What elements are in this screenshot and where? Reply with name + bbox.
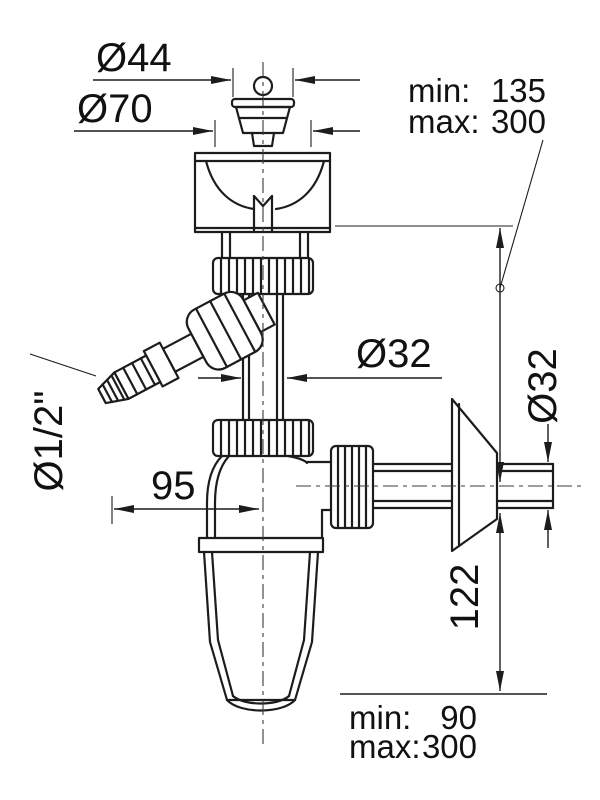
height-max-value: 300 (491, 103, 546, 140)
centerlines (262, 62, 586, 748)
outlet-max-label: max: (349, 728, 421, 765)
height-122-label: 122 (443, 564, 487, 631)
dim-dia44: Ø44 (93, 36, 360, 97)
trap-bell (205, 454, 335, 540)
height-min-label: min: (408, 72, 470, 109)
dim-height-122: 122 (443, 513, 504, 691)
dim-dia-hose: Ø1/2" (27, 353, 97, 492)
hose-branch (97, 290, 276, 405)
dim-offset-95: 95 (111, 464, 259, 524)
offset-95-label: 95 (151, 464, 196, 508)
height-max-label: max: (408, 103, 480, 140)
dia-hose-label: Ø1/2" (27, 391, 71, 492)
outlet-max-value: 300 (422, 728, 477, 765)
dim-dia32-outlet: Ø32 (521, 348, 565, 548)
dia32-pipe-label: Ø32 (356, 332, 432, 376)
outlet-min-label: min: (349, 699, 411, 736)
outlet-nut (329, 444, 375, 530)
dim-outlet-range: min: 90 max: 300 (340, 693, 547, 765)
dim-dia70: Ø70 (74, 87, 360, 147)
dim-height-range: min: 135 max: 300 (335, 72, 546, 482)
height-min-value: 135 (491, 72, 546, 109)
dia70-label: Ø70 (77, 87, 153, 131)
dia32-outlet-label: Ø32 (521, 348, 565, 424)
dim-dia32-pipe: Ø32 (198, 332, 442, 382)
wall-cone (450, 397, 499, 553)
trap-cup (197, 536, 325, 712)
dia44-label: Ø44 (96, 36, 172, 80)
outlet-min-value: 90 (440, 699, 477, 736)
